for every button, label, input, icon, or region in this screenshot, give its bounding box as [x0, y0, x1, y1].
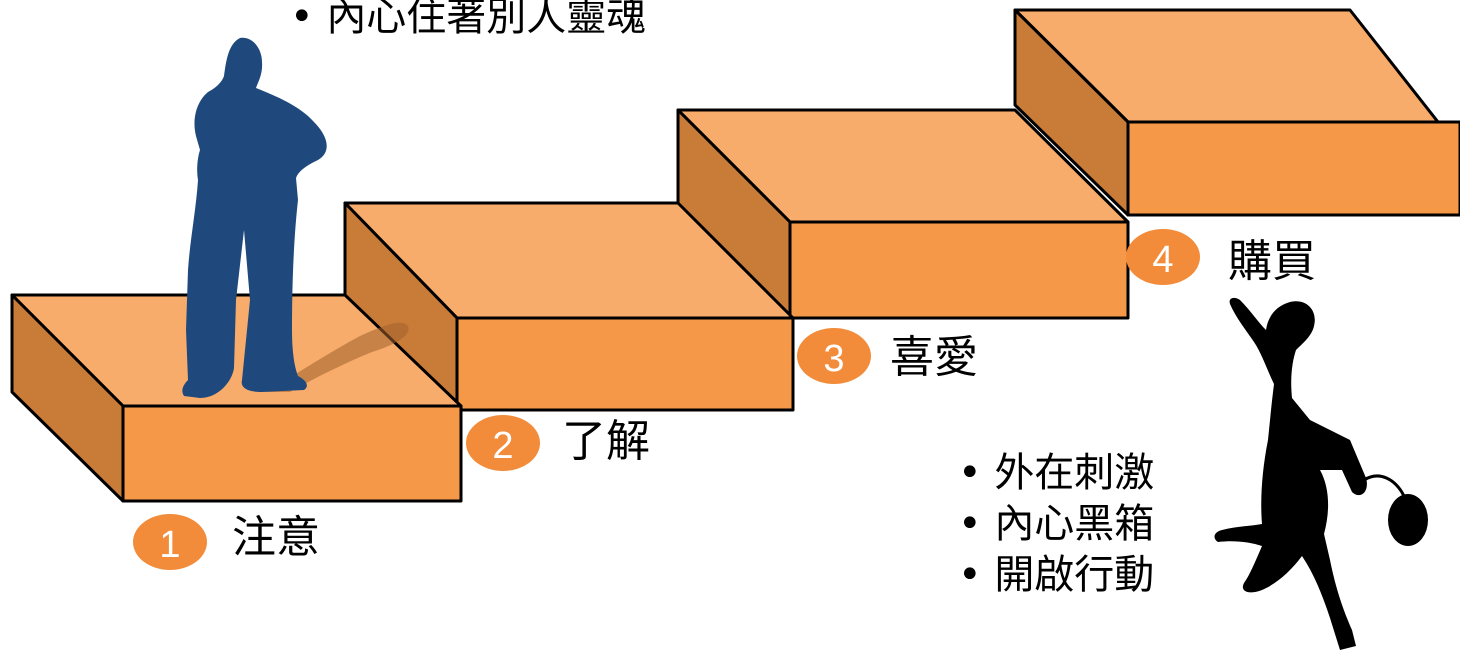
- bullet-item: 開啟行動: [958, 550, 1154, 601]
- bullet-text: 開啟行動: [994, 552, 1155, 599]
- man-shadow: [265, 322, 409, 392]
- handbag-icon: [1388, 494, 1428, 546]
- top-note: 內心住著別人靈魂: [290, 0, 646, 42]
- step-3-front: [788, 220, 1130, 320]
- bullet-list: 外在刺激 內心黑箱 開啟行動: [958, 448, 1154, 602]
- step-2-number: 2: [492, 425, 513, 467]
- bullet-text: 內心黑箱: [994, 501, 1155, 548]
- step-4-front: [1126, 120, 1460, 217]
- step-2-front: [455, 316, 795, 412]
- man-silhouette: [182, 37, 327, 398]
- handbag-strap: [1363, 474, 1406, 497]
- step-4-label: 購買: [1228, 236, 1316, 287]
- step-1-box: [10, 293, 463, 503]
- step-3-label: 喜愛: [890, 332, 978, 383]
- step-3-box: [676, 108, 1130, 320]
- step-1-number: 1: [159, 524, 180, 566]
- step-3-number: 3: [823, 338, 844, 380]
- step-2-label: 了解: [562, 416, 650, 467]
- step-2-badge: 2: [466, 415, 540, 471]
- woman-silhouette: [1214, 297, 1367, 650]
- step-4-number: 4: [1152, 239, 1173, 281]
- step-3-badge: 3: [797, 328, 871, 384]
- bullet-item: 外在刺激: [958, 448, 1154, 499]
- bullet-item: 內心黑箱: [958, 499, 1154, 550]
- top-note-text: 內心住著別人靈魂: [326, 0, 647, 40]
- step-1-front: [121, 404, 463, 503]
- step-1-label: 注意: [232, 512, 320, 563]
- bullet-text: 外在刺激: [994, 450, 1155, 496]
- step-1-badge: 1: [133, 514, 207, 570]
- step-2-box: [343, 201, 795, 412]
- step-4-badge: 4: [1126, 229, 1200, 285]
- step-4-box: [1013, 8, 1460, 217]
